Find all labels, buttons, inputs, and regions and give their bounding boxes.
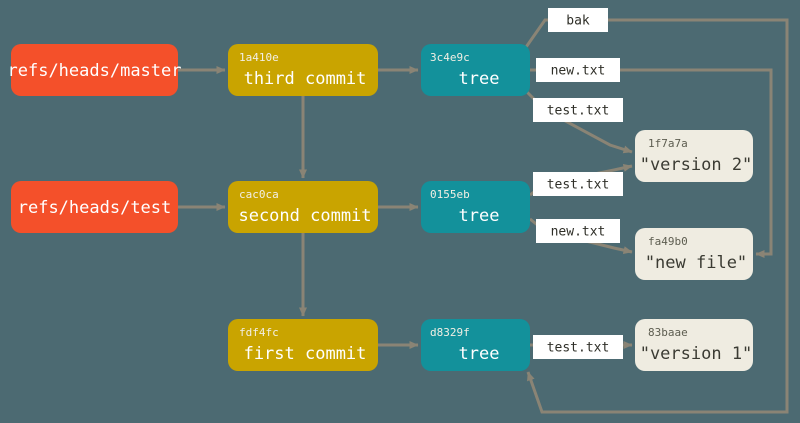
node-commit-third-label: third commit — [244, 69, 367, 89]
edge-label-newtxt-top-text: new.txt — [551, 64, 606, 79]
node-ref-master-label: refs/heads/master — [8, 61, 182, 81]
node-tree-d8329f[interactable]: d8329f tree — [421, 319, 530, 371]
node-ref-test[interactable]: refs/heads/test — [11, 181, 178, 233]
node-tree-d8329f-hash: d8329f — [430, 326, 470, 339]
node-tree-0155eb-hash: 0155eb — [430, 188, 470, 201]
node-tree-0155eb-label: tree — [459, 206, 500, 226]
edge-label-newtxt-mid: new.txt — [536, 219, 620, 243]
node-blob-fa49b0[interactable]: fa49b0 "new file" — [635, 228, 753, 280]
node-commit-first-hash: fdf4fc — [239, 326, 279, 339]
node-commit-second[interactable]: cac0ca second commit — [228, 181, 378, 233]
edge-label-newtxt-mid-text: new.txt — [551, 225, 606, 240]
node-commit-third[interactable]: 1a410e third commit — [228, 44, 378, 96]
edge-label-testtxt-mid-text: test.txt — [547, 178, 610, 193]
node-commit-second-label: second commit — [238, 206, 371, 226]
edge-label-testtxt-bot: test.txt — [533, 335, 623, 359]
node-blob-1f7a7a-hash: 1f7a7a — [648, 137, 688, 150]
node-blob-1f7a7a[interactable]: 1f7a7a "version 2" — [635, 130, 753, 182]
edge-label-testtxt-mid: test.txt — [533, 172, 623, 196]
node-tree-d8329f-label: tree — [459, 344, 500, 364]
edge-tree3c4e9c-bak — [522, 18, 789, 414]
node-commit-second-hash: cac0ca — [239, 188, 279, 201]
edge-label-testtxt-top-text: test.txt — [547, 104, 610, 119]
edge-label-testtxt-bot-text: test.txt — [547, 341, 610, 356]
node-commit-third-hash: 1a410e — [239, 51, 279, 64]
node-tree-3c4e9c-hash: 3c4e9c — [430, 51, 470, 64]
edge-label-testtxt-top: test.txt — [533, 98, 623, 122]
node-tree-3c4e9c-label: tree — [459, 69, 500, 89]
node-commit-first-label: first commit — [244, 344, 367, 364]
edge-label-bak-text: bak — [566, 14, 590, 29]
node-ref-master[interactable]: refs/heads/master — [8, 44, 182, 96]
node-commit-first[interactable]: fdf4fc first commit — [228, 319, 378, 371]
edge-tree3c4e9c-newtxt — [530, 68, 773, 258]
node-blob-fa49b0-hash: fa49b0 — [648, 235, 688, 248]
node-blob-83baae[interactable]: 83baae "version 1" — [635, 319, 753, 371]
node-ref-test-label: refs/heads/test — [18, 198, 172, 218]
edge-labels-layer: bak new.txt test.txt test.txt new.txt te… — [533, 8, 623, 359]
node-blob-83baae-hash: 83baae — [648, 326, 688, 339]
edge-label-bak: bak — [548, 8, 608, 32]
node-blob-fa49b0-label: "new file" — [645, 253, 747, 273]
node-blob-83baae-label: "version 1" — [640, 344, 753, 364]
node-tree-3c4e9c[interactable]: 3c4e9c tree — [421, 44, 530, 96]
node-tree-0155eb[interactable]: 0155eb tree — [421, 181, 530, 233]
node-blob-1f7a7a-label: "version 2" — [640, 155, 753, 175]
edge-label-newtxt-top: new.txt — [536, 58, 620, 82]
